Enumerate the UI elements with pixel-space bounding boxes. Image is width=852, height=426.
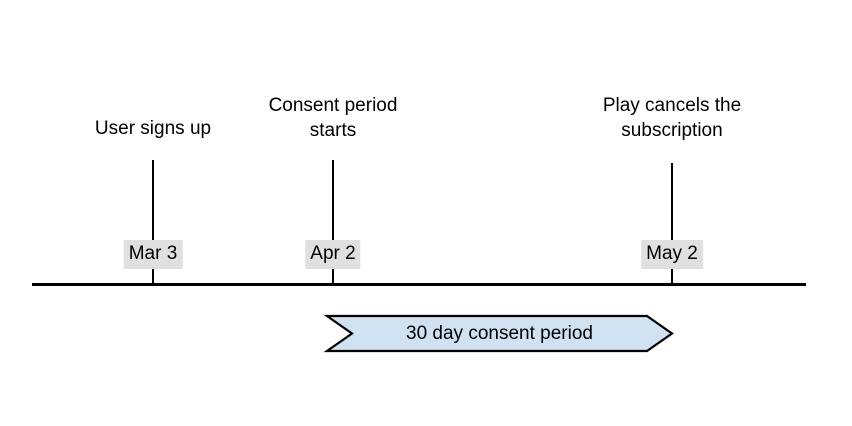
event-date-badge-play-cancels-subscription: May 2 (641, 240, 703, 269)
event-date-badge-user-signs-up: Mar 3 (123, 240, 183, 269)
event-label-consent-period-starts: Consent period starts (268, 95, 398, 141)
banner-label: 30 day consent period (406, 322, 593, 344)
event-tick-play-cancels-subscription (671, 163, 673, 283)
event-label-play-cancels-subscription: Play cancels the subscription (602, 95, 742, 141)
event-tick-user-signs-up (152, 160, 154, 283)
event-date-badge-consent-period-starts: Apr 2 (305, 240, 361, 269)
timeline-axis (32, 283, 806, 286)
event-tick-consent-period-starts (332, 160, 334, 283)
consent-period-banner: 30 day consent period (323, 314, 674, 353)
banner-chevron-shape (323, 314, 674, 353)
event-label-user-signs-up: User signs up (94, 118, 212, 139)
